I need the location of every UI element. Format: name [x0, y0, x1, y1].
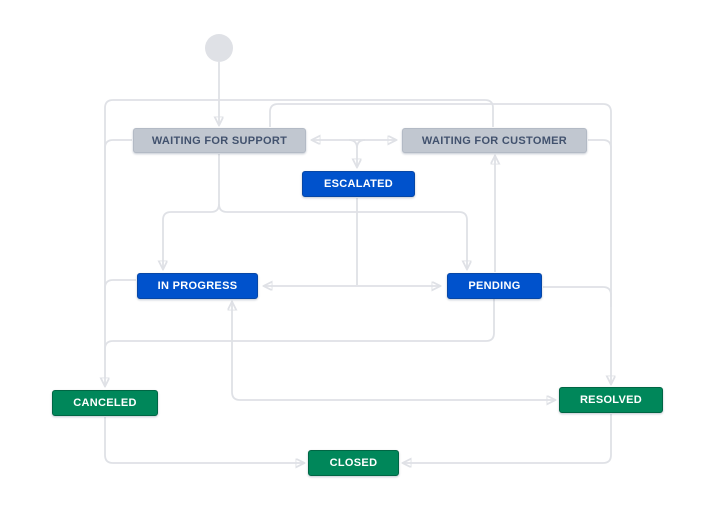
status-waiting-for-support[interactable]: WAITING FOR SUPPORT: [133, 128, 306, 153]
edge-waiting-for-customer-to-canceled: [105, 99, 494, 386]
edge-resolved-to-closed: [403, 414, 612, 463]
edge-in-progress-resolved: [232, 302, 555, 400]
status-canceled[interactable]: CANCELED: [52, 390, 158, 416]
edge-waiting-for-support-to-canceled: [104, 139, 132, 160]
edge-waiting-for-customer-to-resolved: [588, 139, 612, 160]
edge-in-progress-to-canceled: [104, 279, 136, 300]
status-waiting-for-customer[interactable]: WAITING FOR CUSTOMER: [402, 128, 587, 153]
edge-pending-to-canceled: [104, 299, 495, 360]
status-escalated[interactable]: ESCALATED: [302, 171, 415, 197]
edge-waiting-for-support-to-resolved: [269, 103, 611, 384]
edge-waiting-for-support-to-in-progress: [163, 154, 220, 269]
edge-canceled-to-closed: [104, 417, 304, 463]
edge-waiting-for-support-to-pending: [218, 203, 467, 269]
status-closed[interactable]: CLOSED: [308, 450, 399, 476]
start-node: [205, 34, 233, 62]
status-in-progress[interactable]: IN PROGRESS: [137, 273, 258, 299]
edge-to-escalated-shoulder: [356, 139, 366, 149]
status-pending[interactable]: PENDING: [447, 273, 542, 299]
edge-pending-to-resolved: [543, 286, 612, 307]
status-resolved[interactable]: RESOLVED: [559, 387, 663, 413]
edge-to-escalated: [348, 139, 357, 167]
